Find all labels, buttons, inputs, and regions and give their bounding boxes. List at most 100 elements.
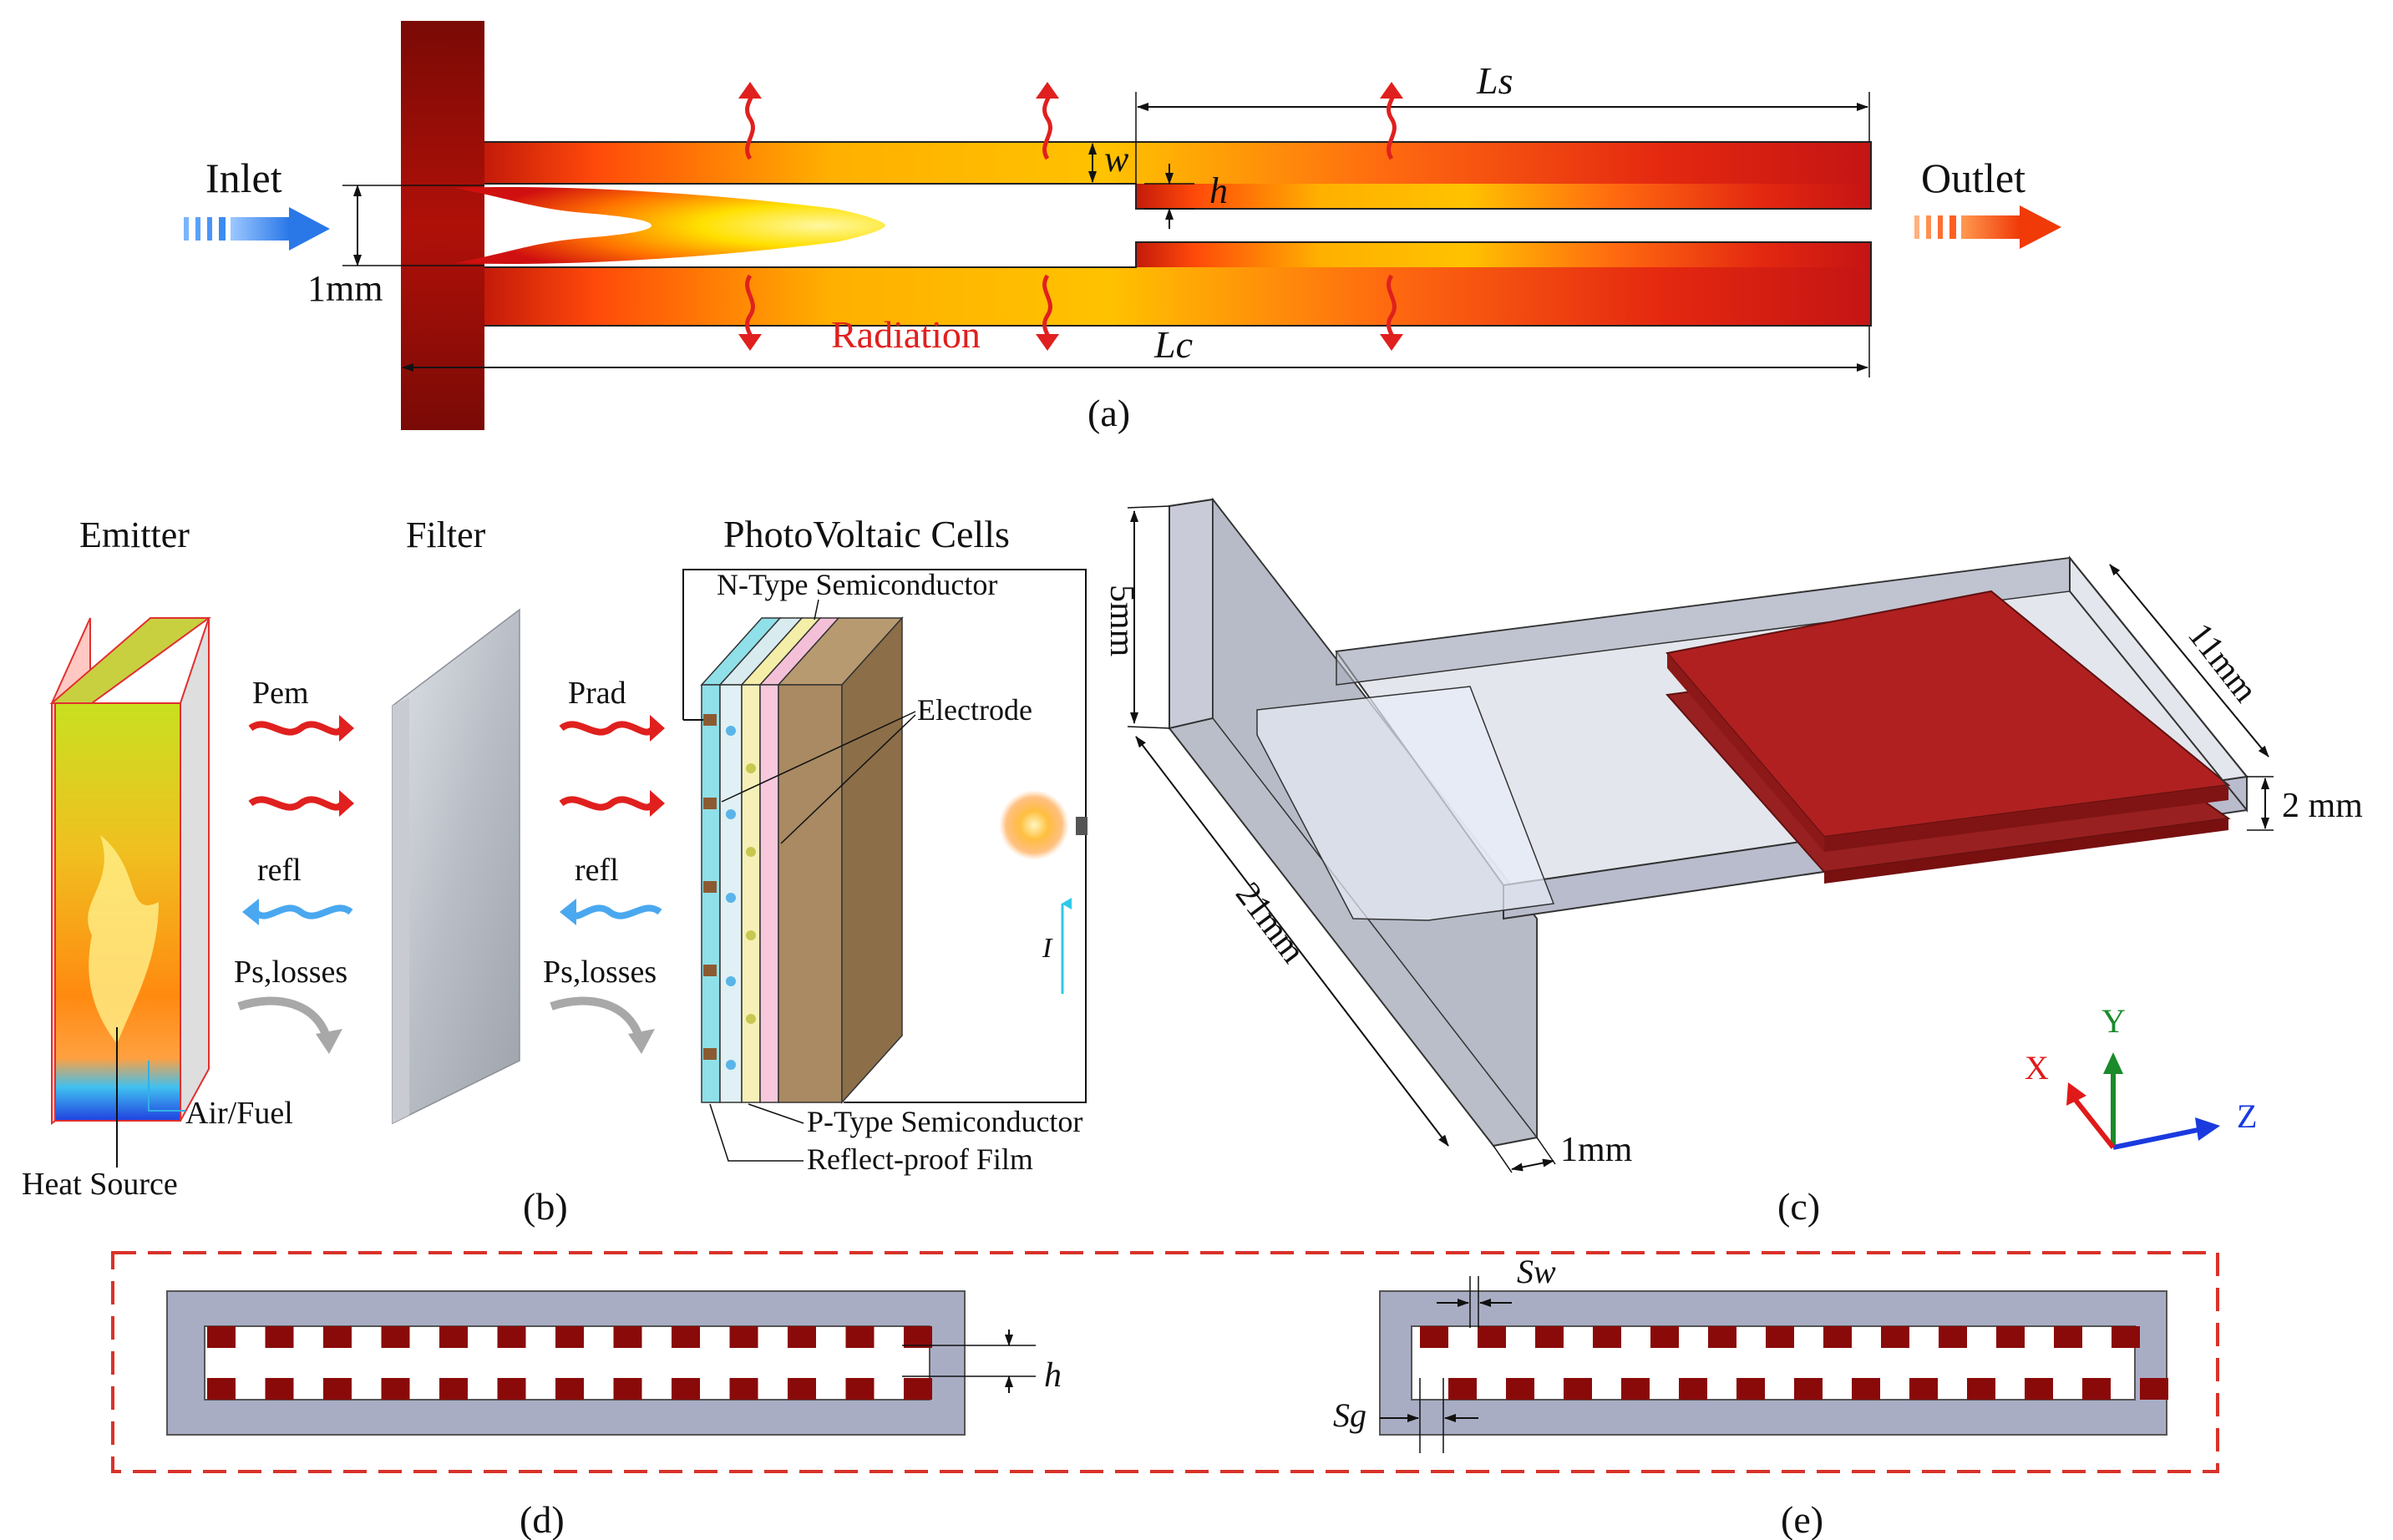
rib-top: [729, 1326, 758, 1348]
rib-bottom: [904, 1378, 932, 1400]
axis-triad: [2066, 1052, 2220, 1150]
ps-losses-label-2: Ps,losses: [543, 955, 657, 990]
dim-11mm-line: [2109, 564, 2269, 757]
step-lower: [1136, 242, 1871, 267]
pem-label: Pem: [252, 676, 309, 711]
heat-source-label: Heat Source: [22, 1167, 178, 1202]
current-label: I: [1042, 933, 1053, 964]
rib-top: [1881, 1326, 1909, 1348]
pv-title: PhotoVoltaic Cells: [723, 513, 1010, 555]
rib-top: [1823, 1326, 1852, 1348]
rib-top: [904, 1326, 932, 1348]
dim-lc-label: Lc: [1153, 323, 1193, 366]
rib-top: [555, 1326, 584, 1348]
rib-top: [323, 1326, 352, 1348]
rib-top: [672, 1326, 700, 1348]
inlet-label: Inlet: [205, 155, 282, 201]
prad-label: Prad: [568, 676, 626, 711]
rib-bottom: [729, 1378, 758, 1400]
rib-bottom: [1564, 1378, 1592, 1400]
rib-top: [1708, 1326, 1736, 1348]
dim-h-label: h: [1209, 170, 1228, 211]
rib-bottom: [1736, 1378, 1765, 1400]
rib-bottom: [265, 1378, 294, 1400]
rib-top: [265, 1326, 294, 1348]
dim-5mm-label: 5mm: [1103, 585, 1141, 657]
combustor-end-plate: [401, 21, 484, 430]
dim-1mm-c-label: 1mm: [1560, 1131, 1633, 1169]
caption-c: (c): [1777, 1185, 1820, 1228]
refl-arrow-2: [570, 904, 662, 919]
dashed-frame: [111, 1251, 2219, 1473]
panel-a: Inlet Outlet 1mm w h Ls: [184, 21, 2061, 434]
rib-top: [845, 1326, 875, 1348]
panel-e: Sw Sg (e): [1333, 1253, 2168, 1540]
filter-plate: [392, 608, 520, 1125]
dim-1mm-c-line: [1511, 1158, 1554, 1172]
dim-w-label: w: [1104, 139, 1129, 180]
prad-arrows: [559, 721, 657, 811]
rib-top: [497, 1326, 526, 1348]
dim-ls-label: Ls: [1476, 59, 1513, 102]
rib-bottom: [555, 1378, 584, 1400]
ps-losses-arrow-2: [550, 996, 644, 1041]
emitter-block: [49, 617, 212, 1125]
rib-bottom: [497, 1378, 526, 1400]
rib-top: [788, 1326, 816, 1348]
rib-bottom: [613, 1378, 642, 1400]
electrode-contacts: [703, 714, 717, 1060]
rib-bottom: [1794, 1378, 1823, 1400]
caption-e: (e): [1781, 1498, 1823, 1540]
load-bulb: [999, 790, 1069, 860]
rib-bottom: [207, 1378, 236, 1400]
load-socket: [1076, 817, 1087, 835]
rib-bottom: [381, 1378, 410, 1400]
refl-label-1: refl: [257, 853, 302, 888]
refl-label-2: refl: [575, 853, 619, 888]
external-circuit: [682, 569, 1087, 1103]
flame: [455, 187, 885, 264]
rib-bottom: [1621, 1378, 1650, 1400]
rib-top: [1420, 1326, 1448, 1348]
rib-bottom: [1967, 1378, 1995, 1400]
rib-bottom: [1506, 1378, 1534, 1400]
rib-top: [2112, 1326, 2140, 1348]
rib-top: [439, 1326, 468, 1348]
rib-bottom: [1448, 1378, 1477, 1400]
dim-11mm-label: 11mm: [2180, 616, 2265, 710]
rib-top: [1478, 1326, 1506, 1348]
rib-bottom: [2140, 1378, 2168, 1400]
axis-x-label: X: [2025, 1049, 2049, 1087]
rib-top: [1939, 1326, 1967, 1348]
dim-1mm-label: 1mm: [307, 268, 383, 309]
e-ribs: [1420, 1326, 2168, 1400]
ps-losses-arrow-1: [237, 996, 332, 1041]
rib-bottom: [439, 1378, 468, 1400]
rib-top: [2054, 1326, 2082, 1348]
caption-d: (d): [520, 1498, 565, 1540]
rib-bottom: [672, 1378, 700, 1400]
rib-bottom: [2025, 1378, 2053, 1400]
panel-d: h (d): [166, 1290, 1062, 1540]
rib-bottom: [2082, 1378, 2111, 1400]
rib-bottom: [788, 1378, 816, 1400]
rib-bottom: [845, 1378, 875, 1400]
radiation-label: Radiation: [831, 313, 981, 356]
pem-arrows: [248, 721, 346, 811]
electrode-label: Electrode: [917, 693, 1032, 727]
refl-arrow-1: [252, 904, 353, 919]
combustor-lower-wall: [484, 259, 1871, 326]
e-sw-label: Sw: [1517, 1253, 1556, 1290]
rib-top: [1996, 1326, 2025, 1348]
combustor-outline: [484, 141, 1872, 327]
rib-bottom: [323, 1378, 352, 1400]
d-h-label: h: [1044, 1356, 1062, 1395]
emitter-title: Emitter: [79, 514, 190, 555]
rib-top: [207, 1326, 236, 1348]
n-type-label: N-Type Semiconductor: [717, 568, 997, 601]
rib-top: [1535, 1326, 1564, 1348]
dim-2mm-label: 2 mm: [2282, 787, 2363, 825]
caption-a: (a): [1087, 392, 1130, 434]
rib-bottom: [1852, 1378, 1880, 1400]
